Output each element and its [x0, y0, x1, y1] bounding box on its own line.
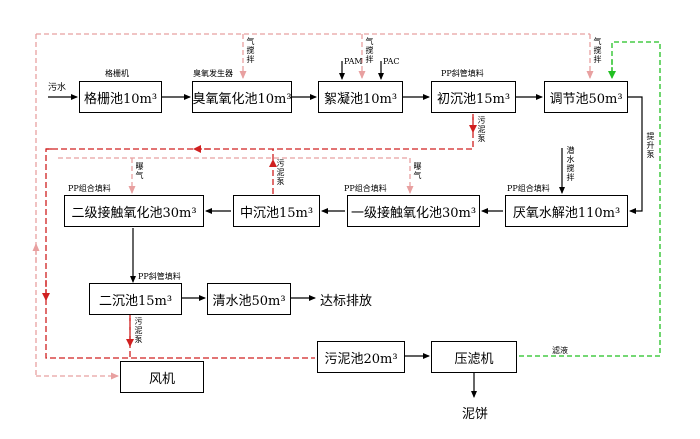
sludge-pump-label-primary: 污泥泵: [477, 116, 486, 143]
ozone-oxidation-tank: 臭氧氧化池10m³: [192, 81, 292, 113]
contact-oxidation-tank-1: 一级接触氧化池30m³: [347, 195, 480, 227]
equalization-tank: 调节池50m³: [544, 81, 628, 113]
process-lines: [48, 61, 643, 398]
sludge-pump-label-secondary: 污泥泵: [134, 317, 143, 344]
lift-pump-label: 提升泵: [646, 132, 655, 159]
flocculation-tank: 絮凝池10m³: [318, 81, 403, 113]
blower: 风机: [120, 361, 204, 393]
air-stir-label-equal: 气搅拌: [593, 37, 602, 64]
air-stir-label-floc: 气搅拌: [365, 37, 374, 64]
filtrate-line: [519, 41, 661, 357]
screen-tank: 格栅池10m³: [79, 81, 162, 113]
contact-oxidation-tank-2: 二级接触氧化池30m³: [64, 195, 204, 227]
secondary-settling-tank: 二沉池15m³: [89, 283, 182, 315]
secondary-packing-label: PP斜管填料: [138, 272, 181, 281]
pac-label: PAC: [383, 57, 400, 66]
anaerobic-hydrolysis-tank: 厌氧水解池110m³: [505, 195, 628, 227]
submersible-stir-label: 潜水搅拌: [566, 146, 575, 182]
aeration-label-contact2: 曝气: [135, 162, 144, 180]
filter-press: 压滤机: [431, 341, 517, 373]
sludge-lines: [42, 114, 477, 359]
contact1-packing-label: PP组合填料: [344, 184, 387, 193]
air-lines: [32, 33, 594, 380]
inflow-label: 污水: [48, 83, 67, 93]
pam-label: PAM: [344, 57, 363, 66]
sludge-tank: 污泥池20m³: [317, 341, 405, 373]
contact2-packing-label: PP组合填料: [68, 184, 111, 193]
sludge-cake-label: 泥饼: [462, 407, 489, 422]
intermediate-settling-tank: 中沉池15m³: [233, 195, 320, 227]
clear-water-tank: 清水池50m³: [207, 283, 291, 315]
filtrate-label: 滤液: [552, 346, 568, 355]
anaerobic-packing-label: PP组合填料: [507, 184, 550, 193]
screen-equipment-label: 格栅机: [105, 69, 129, 78]
air-stir-label-ozone: 气搅拌: [246, 37, 255, 64]
primary-settling-tank: 初沉池15m³: [431, 81, 516, 113]
sludge-pump-label-mid: 污泥泵: [276, 159, 285, 186]
primary-packing-label: PP斜管填料: [441, 69, 484, 78]
discharge-label: 达标排放: [320, 294, 373, 309]
ozone-generator-label: 臭氧发生器: [193, 69, 233, 78]
aeration-label-contact1: 曝气: [413, 162, 422, 180]
